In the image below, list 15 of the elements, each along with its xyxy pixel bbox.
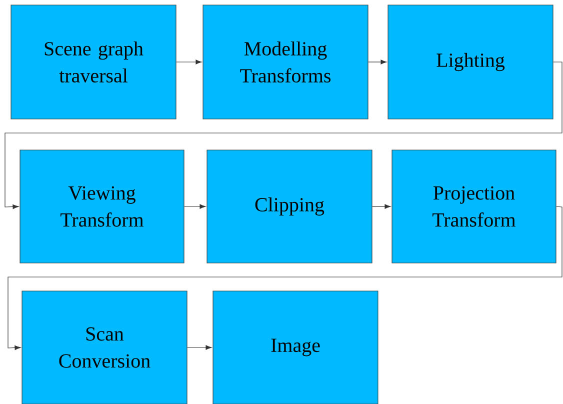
arrow [176,60,202,64]
arrow [187,345,212,350]
process-box: Image [212,290,378,404]
arrow [4,62,562,210]
arrow [8,206,562,350]
process-box: Modelling Transforms [202,4,368,120]
process-box: Projection Transform [392,150,556,264]
process-box: Viewing Transform [20,150,184,264]
arrow [372,204,391,209]
process-box: Lighting [388,4,554,120]
process-box: Scene graph traversal [10,4,176,120]
process-box: Scan Conversion [22,290,188,404]
arrow [368,60,387,64]
process-box: Clipping [206,150,372,264]
arrow [184,204,206,209]
